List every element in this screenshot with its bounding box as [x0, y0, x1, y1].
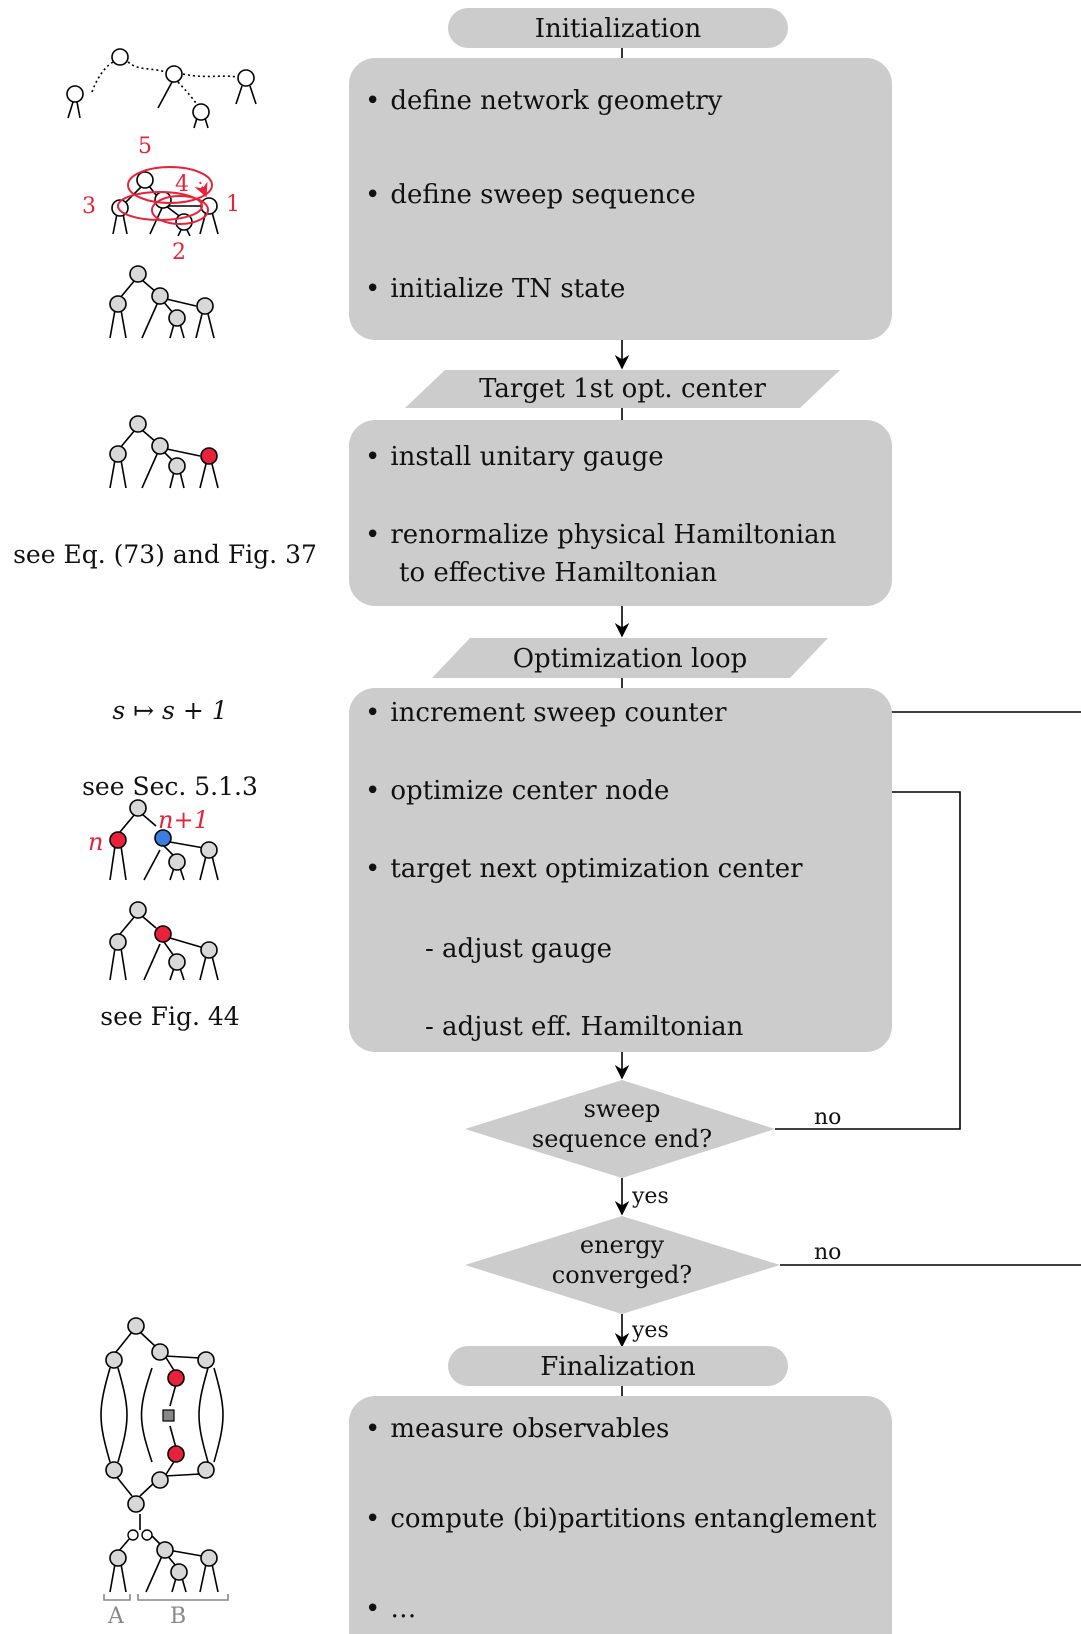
- sweep-yes-label: yes: [632, 1184, 669, 1209]
- sweep-step-2: 2: [172, 240, 186, 265]
- note-fig-ref: see Fig. 44: [100, 1002, 240, 1031]
- decision-sweep-line1: sweep: [583, 1095, 661, 1123]
- stage-target-first-label: Target 1st opt. center: [479, 374, 766, 404]
- bullet-icon: •: [365, 854, 381, 884]
- target-item-gauge-label: install unitary gauge: [390, 442, 664, 472]
- tree-initial-state-icon: [109, 265, 215, 339]
- init-item-geometry: • define network geometry: [365, 86, 722, 116]
- tree-first-center-icon: [109, 415, 219, 489]
- decision-energy-converged: energy converged?: [510, 1230, 734, 1290]
- stage-optimization-loop: Optimization loop: [432, 638, 828, 680]
- target-first-shape: [405, 370, 840, 408]
- final-item-entanglement-label: compute (bi)partitions entanglement: [390, 1504, 877, 1534]
- decision-energy-line1: energy: [579, 1231, 665, 1259]
- tree-sweep-sequence-icon: [111, 166, 219, 237]
- sweep-step-4: 4: [175, 172, 189, 197]
- sweep-no-label: no: [814, 1105, 842, 1130]
- bullet-icon: •: [365, 86, 381, 116]
- loop-subitem-gauge-label: - adjust gauge: [425, 934, 612, 964]
- stage-initialization-label: Initialization: [534, 14, 702, 44]
- init-box: • define network geometry • define sweep s…: [349, 58, 892, 340]
- node-n-plus-label: n+1: [158, 806, 209, 834]
- loop-subitem-hamiltonian-label: - adjust eff. Hamiltonian: [425, 1012, 744, 1042]
- init-item-state-label: initialize TN state: [390, 274, 626, 304]
- bullet-icon: •: [365, 180, 381, 210]
- bullet-icon: •: [365, 274, 381, 304]
- loop-item-increment: • increment sweep counter: [365, 698, 727, 728]
- target-item-renormalize-label: renormalize physical Hamiltonian: [390, 520, 837, 550]
- init-item-sweep-label: define sweep sequence: [390, 180, 696, 210]
- optimization-loop-shape: [432, 638, 828, 678]
- sweep-step-1: 1: [226, 192, 240, 217]
- target-item-renormalize: • renormalize physical Hamiltonian to eff…: [365, 520, 837, 588]
- loop-box: • increment sweep counter • optimize cente…: [349, 688, 892, 1052]
- final-box: • measure observables • compute (bi)partit…: [349, 1396, 892, 1634]
- tree-geometry-icon: [66, 48, 257, 129]
- bullet-icon: •: [365, 520, 381, 550]
- decision-sweep-end: sweep sequence end?: [510, 1094, 734, 1154]
- note-sec-ref: see Sec. 5.1.3: [82, 772, 258, 801]
- final-item-entanglement: • compute (bi)partitions entanglement: [365, 1504, 876, 1534]
- bullet-icon: •: [365, 698, 381, 728]
- tree-observable-icon: [100, 1317, 224, 1513]
- bullet-icon: •: [365, 1594, 381, 1624]
- note-sweep-counter: s ↦ s + 1: [112, 696, 228, 725]
- node-n-label: n: [88, 828, 104, 856]
- loop-subitem-gauge: - adjust gauge: [425, 934, 612, 964]
- loop-item-optimize: • optimize center node: [365, 776, 669, 806]
- target-item-renormalize-continuation: to effective Hamiltonian: [399, 558, 718, 588]
- sweep-decision-shape: [465, 1080, 775, 1178]
- bullet-icon: •: [365, 1504, 381, 1534]
- final-item-observables: • measure observables: [365, 1414, 669, 1444]
- final-item-more-label: …: [390, 1594, 417, 1624]
- loop-item-increment-label: increment sweep counter: [390, 698, 727, 728]
- loop-item-optimize-label: optimize center node: [390, 776, 670, 806]
- init-item-state: • initialize TN state: [365, 274, 625, 304]
- final-item-more: •…: [365, 1594, 416, 1624]
- energy-no-label: no: [814, 1240, 842, 1265]
- target-box: • install unitary gauge • renormalize phys…: [349, 420, 892, 606]
- init-item-sweep: • define sweep sequence: [365, 180, 696, 210]
- tree-new-center-icon: [109, 901, 219, 981]
- init-item-geometry-label: define network geometry: [390, 86, 723, 116]
- stage-initialization: Initialization: [448, 8, 788, 48]
- sweep-step-5: 5: [138, 134, 152, 159]
- target-item-gauge: • install unitary gauge: [365, 442, 664, 472]
- bullet-icon: •: [365, 1414, 381, 1444]
- final-item-observables-label: measure observables: [390, 1414, 670, 1444]
- sweep-step-3: 3: [82, 194, 96, 219]
- loop-item-target-next-label: target next optimization center: [390, 854, 803, 884]
- energy-yes-label: yes: [632, 1318, 669, 1343]
- stage-finalization-label: Finalization: [540, 1352, 696, 1382]
- partition-a-label: A: [108, 1604, 124, 1629]
- energy-decision-shape: [465, 1216, 780, 1314]
- bullet-icon: •: [365, 776, 381, 806]
- tree-bipartition-icon: [103, 1514, 229, 1601]
- stage-optimization-loop-label: Optimization loop: [512, 644, 748, 674]
- loop-subitem-hamiltonian: - adjust eff. Hamiltonian: [425, 1012, 743, 1042]
- partition-b-label: B: [170, 1604, 187, 1629]
- note-eq-ref: see Eq. (73) and Fig. 37: [13, 540, 317, 569]
- loop-item-target-next: • target next optimization center: [365, 854, 803, 884]
- decision-sweep-line2: sequence end?: [531, 1125, 713, 1153]
- stage-target-first: Target 1st opt. center: [405, 368, 840, 410]
- decision-energy-line2: converged?: [551, 1261, 693, 1289]
- tree-move-center-icon: [109, 799, 219, 881]
- stage-finalization: Finalization: [448, 1346, 788, 1386]
- bullet-icon: •: [365, 442, 381, 472]
